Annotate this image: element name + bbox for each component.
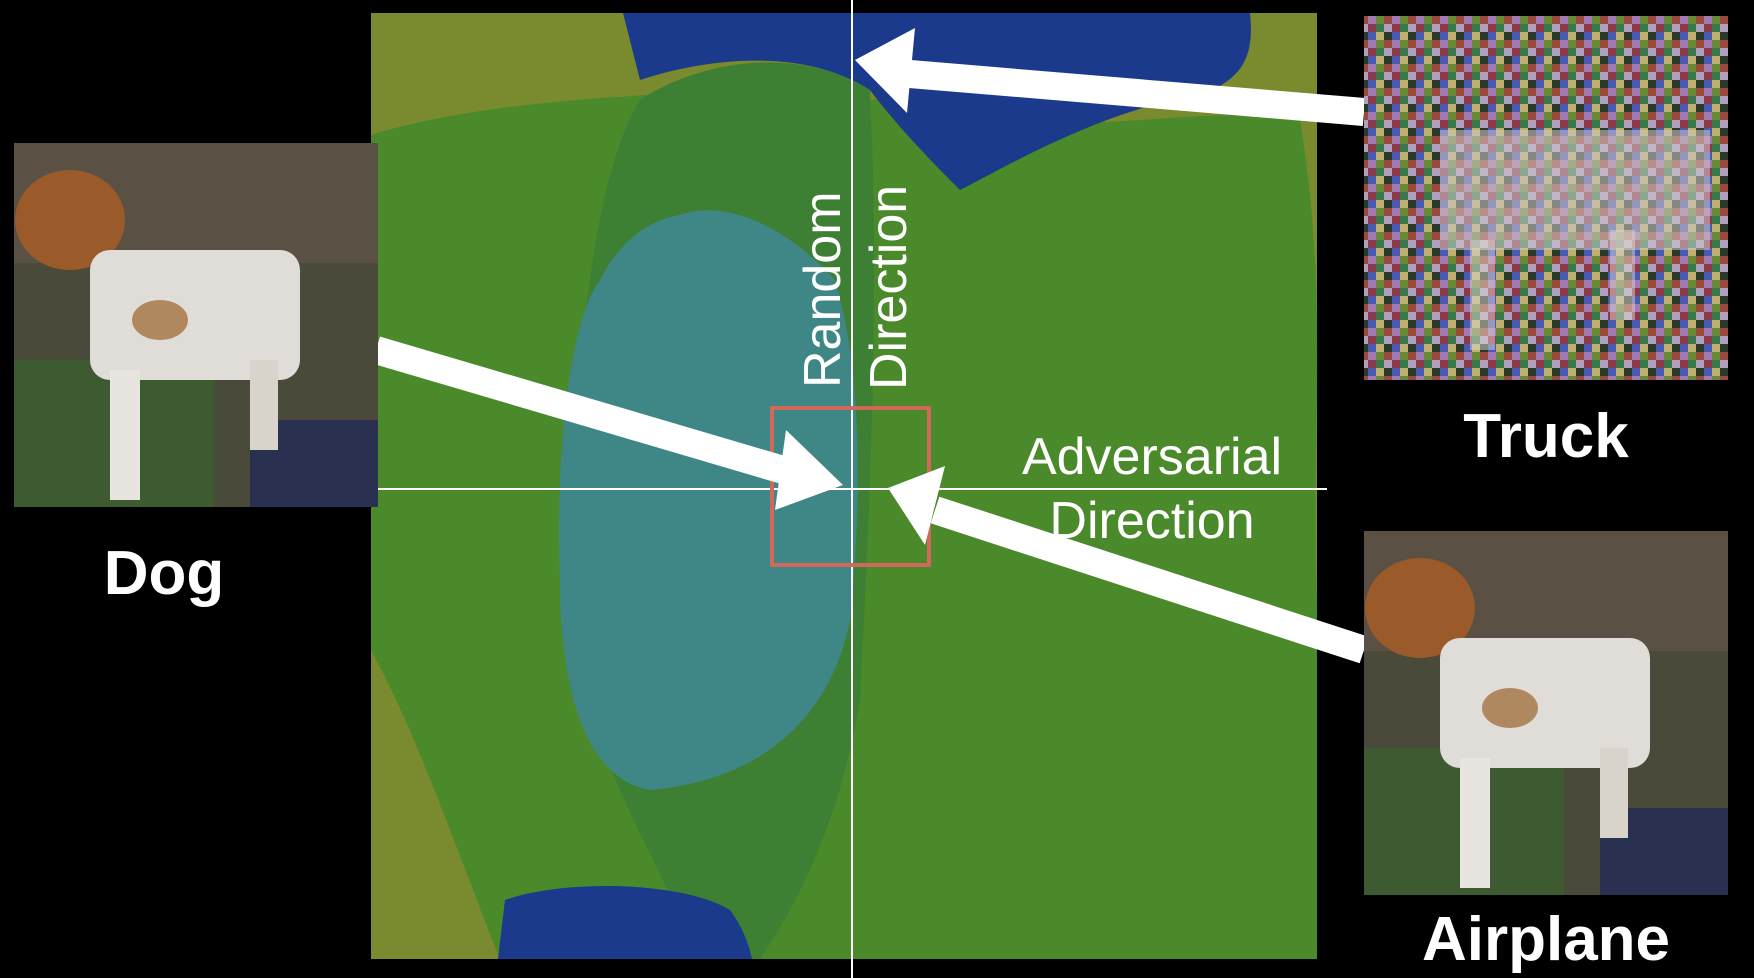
- noisy-dog-image: [1364, 16, 1728, 380]
- random-direction-label-line2: Direction: [860, 185, 918, 390]
- random-direction-label-line1: Random: [794, 191, 852, 388]
- airplane-label: Airplane: [1422, 905, 1670, 974]
- adversarial-direction-label-line1: Adversarial: [1022, 428, 1282, 486]
- decision-region-plot: [371, 13, 1318, 960]
- adversarial-direction-label-line2: Direction: [1049, 492, 1254, 550]
- arrow-truck-to-center: [855, 28, 1366, 126]
- arrow-dog-to-center: [372, 336, 843, 510]
- truck-label: Truck: [1463, 402, 1629, 471]
- region-navy-top: [623, 13, 1251, 190]
- dog-label: Dog: [104, 539, 225, 608]
- region-teal: [559, 210, 858, 790]
- arrow-airplane-to-center: [888, 466, 1369, 664]
- region-navy-bottom: [498, 886, 752, 959]
- airplane-dog-image: [1364, 531, 1728, 895]
- dog-image: [14, 143, 378, 507]
